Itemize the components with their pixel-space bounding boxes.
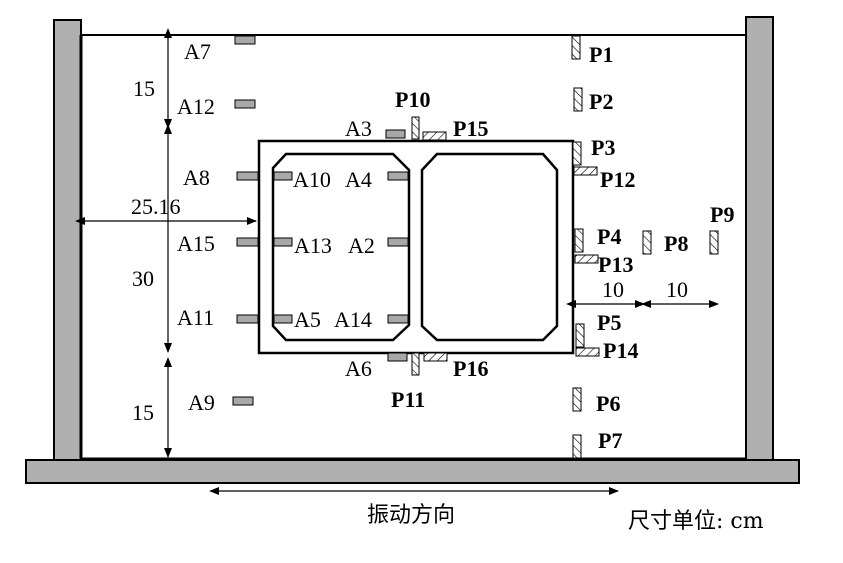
tunnel-left-cell — [271, 152, 411, 342]
pressure-sensor-label: P3 — [591, 135, 615, 160]
pressure-sensor-P2 — [573, 87, 583, 112]
accelerometer-A6 — [387, 352, 408, 362]
pressure-sensor-label: P15 — [453, 116, 488, 141]
pressure-sensor-P3 — [572, 141, 582, 166]
accelerometer-label: A15 — [177, 231, 215, 256]
dim-top-depth-label: 15 — [133, 76, 155, 101]
pressure-sensor-P8 — [642, 230, 652, 255]
accelerometer-A5 — [273, 314, 293, 324]
pressure-sensor-P1 — [571, 35, 581, 60]
accelerometer-label: A10 — [293, 167, 331, 192]
accelerometer-A15 — [236, 237, 259, 247]
accelerometer-label: A12 — [177, 94, 215, 119]
accelerometer-A11 — [236, 314, 259, 324]
accelerometer-label: A4 — [345, 167, 372, 192]
accelerometer-label: A9 — [188, 390, 215, 415]
pressure-sensor-label: P1 — [589, 42, 613, 67]
pressure-sensor-P16 — [423, 352, 448, 362]
dim-spacing-2-label: 10 — [666, 277, 688, 302]
dim-spacing-1-label: 10 — [602, 277, 624, 302]
accelerometer-label: A14 — [334, 307, 372, 332]
accelerometer-A14 — [387, 314, 409, 324]
pressure-sensor-P4 — [574, 228, 584, 253]
pressure-sensor-P15 — [422, 131, 447, 141]
accelerometer-A8 — [236, 171, 259, 181]
container — [25, 16, 800, 484]
accelerometer-label: A6 — [345, 356, 372, 381]
tunnel-right-cell — [420, 152, 559, 342]
accelerometer-A13 — [273, 237, 293, 247]
pressure-sensor-P6 — [572, 387, 582, 412]
pressure-sensor-label: P2 — [589, 89, 613, 114]
pressure-sensor-label: P9 — [710, 202, 734, 227]
pressure-sensor-label: P7 — [598, 428, 622, 453]
accelerometers: A7 A12 A8 A15 A11 A9 A3 A10 A4 A13 A2 A5… — [177, 35, 409, 415]
accelerometer-A10 — [273, 171, 293, 181]
accelerometer-A7 — [234, 35, 256, 45]
accelerometer-A12 — [234, 99, 256, 109]
pressure-sensor-label: P8 — [664, 231, 688, 256]
left-wall — [53, 19, 82, 461]
vibration-direction-label: 振动方向 — [367, 503, 455, 528]
accelerometer-label: A5 — [294, 307, 321, 332]
right-wall — [745, 16, 774, 461]
dim-wall-distance-label: 25.16 — [131, 194, 181, 219]
accelerometer-label: A7 — [184, 39, 211, 64]
pressure-sensor-label: P4 — [597, 224, 621, 249]
accelerometer-label: A3 — [345, 116, 372, 141]
accelerometer-label: A13 — [294, 233, 332, 258]
accelerometer-A4 — [387, 171, 409, 181]
pressure-sensor-P12 — [573, 166, 598, 176]
pressure-sensor-P11 — [411, 352, 420, 376]
pressure-sensor-label: P10 — [395, 87, 430, 112]
pressure-sensor-label: P16 — [453, 356, 488, 381]
dimension-lines: 15 30 15 25.16 10 10 — [75, 28, 719, 495]
base-plate — [25, 459, 800, 484]
pressure-sensor-label: P6 — [596, 391, 620, 416]
pressure-sensors: P1 P2 P3 P12 P4 P13 P8 P9 P5 P14 P6 P7 P… — [391, 35, 734, 459]
pressure-sensor-P7 — [572, 434, 582, 459]
pressure-sensor-label: P13 — [598, 252, 633, 277]
dim-box-height-label: 30 — [132, 266, 154, 291]
pressure-sensor-P9 — [709, 230, 719, 255]
dim-bottom-depth-label: 15 — [132, 400, 154, 425]
accelerometer-label: A11 — [177, 305, 214, 330]
pressure-sensor-label: P14 — [603, 338, 638, 363]
pressure-sensor-label: P12 — [600, 167, 635, 192]
pressure-sensor-label: P11 — [391, 387, 425, 412]
accelerometer-label: A8 — [183, 165, 210, 190]
accelerometer-A2 — [387, 237, 409, 247]
pressure-sensor-P14 — [575, 347, 600, 357]
accelerometer-label: A2 — [348, 233, 375, 258]
pressure-sensor-P5 — [575, 323, 585, 348]
tunnel-structure — [257, 139, 575, 355]
pressure-sensor-P13 — [574, 254, 599, 264]
accelerometer-A9 — [232, 396, 254, 406]
pressure-sensor-label: P5 — [597, 310, 621, 335]
accelerometer-A3 — [385, 129, 406, 139]
pressure-sensor-P10 — [411, 116, 420, 140]
unit-note: 尺寸单位: cm — [628, 509, 764, 534]
